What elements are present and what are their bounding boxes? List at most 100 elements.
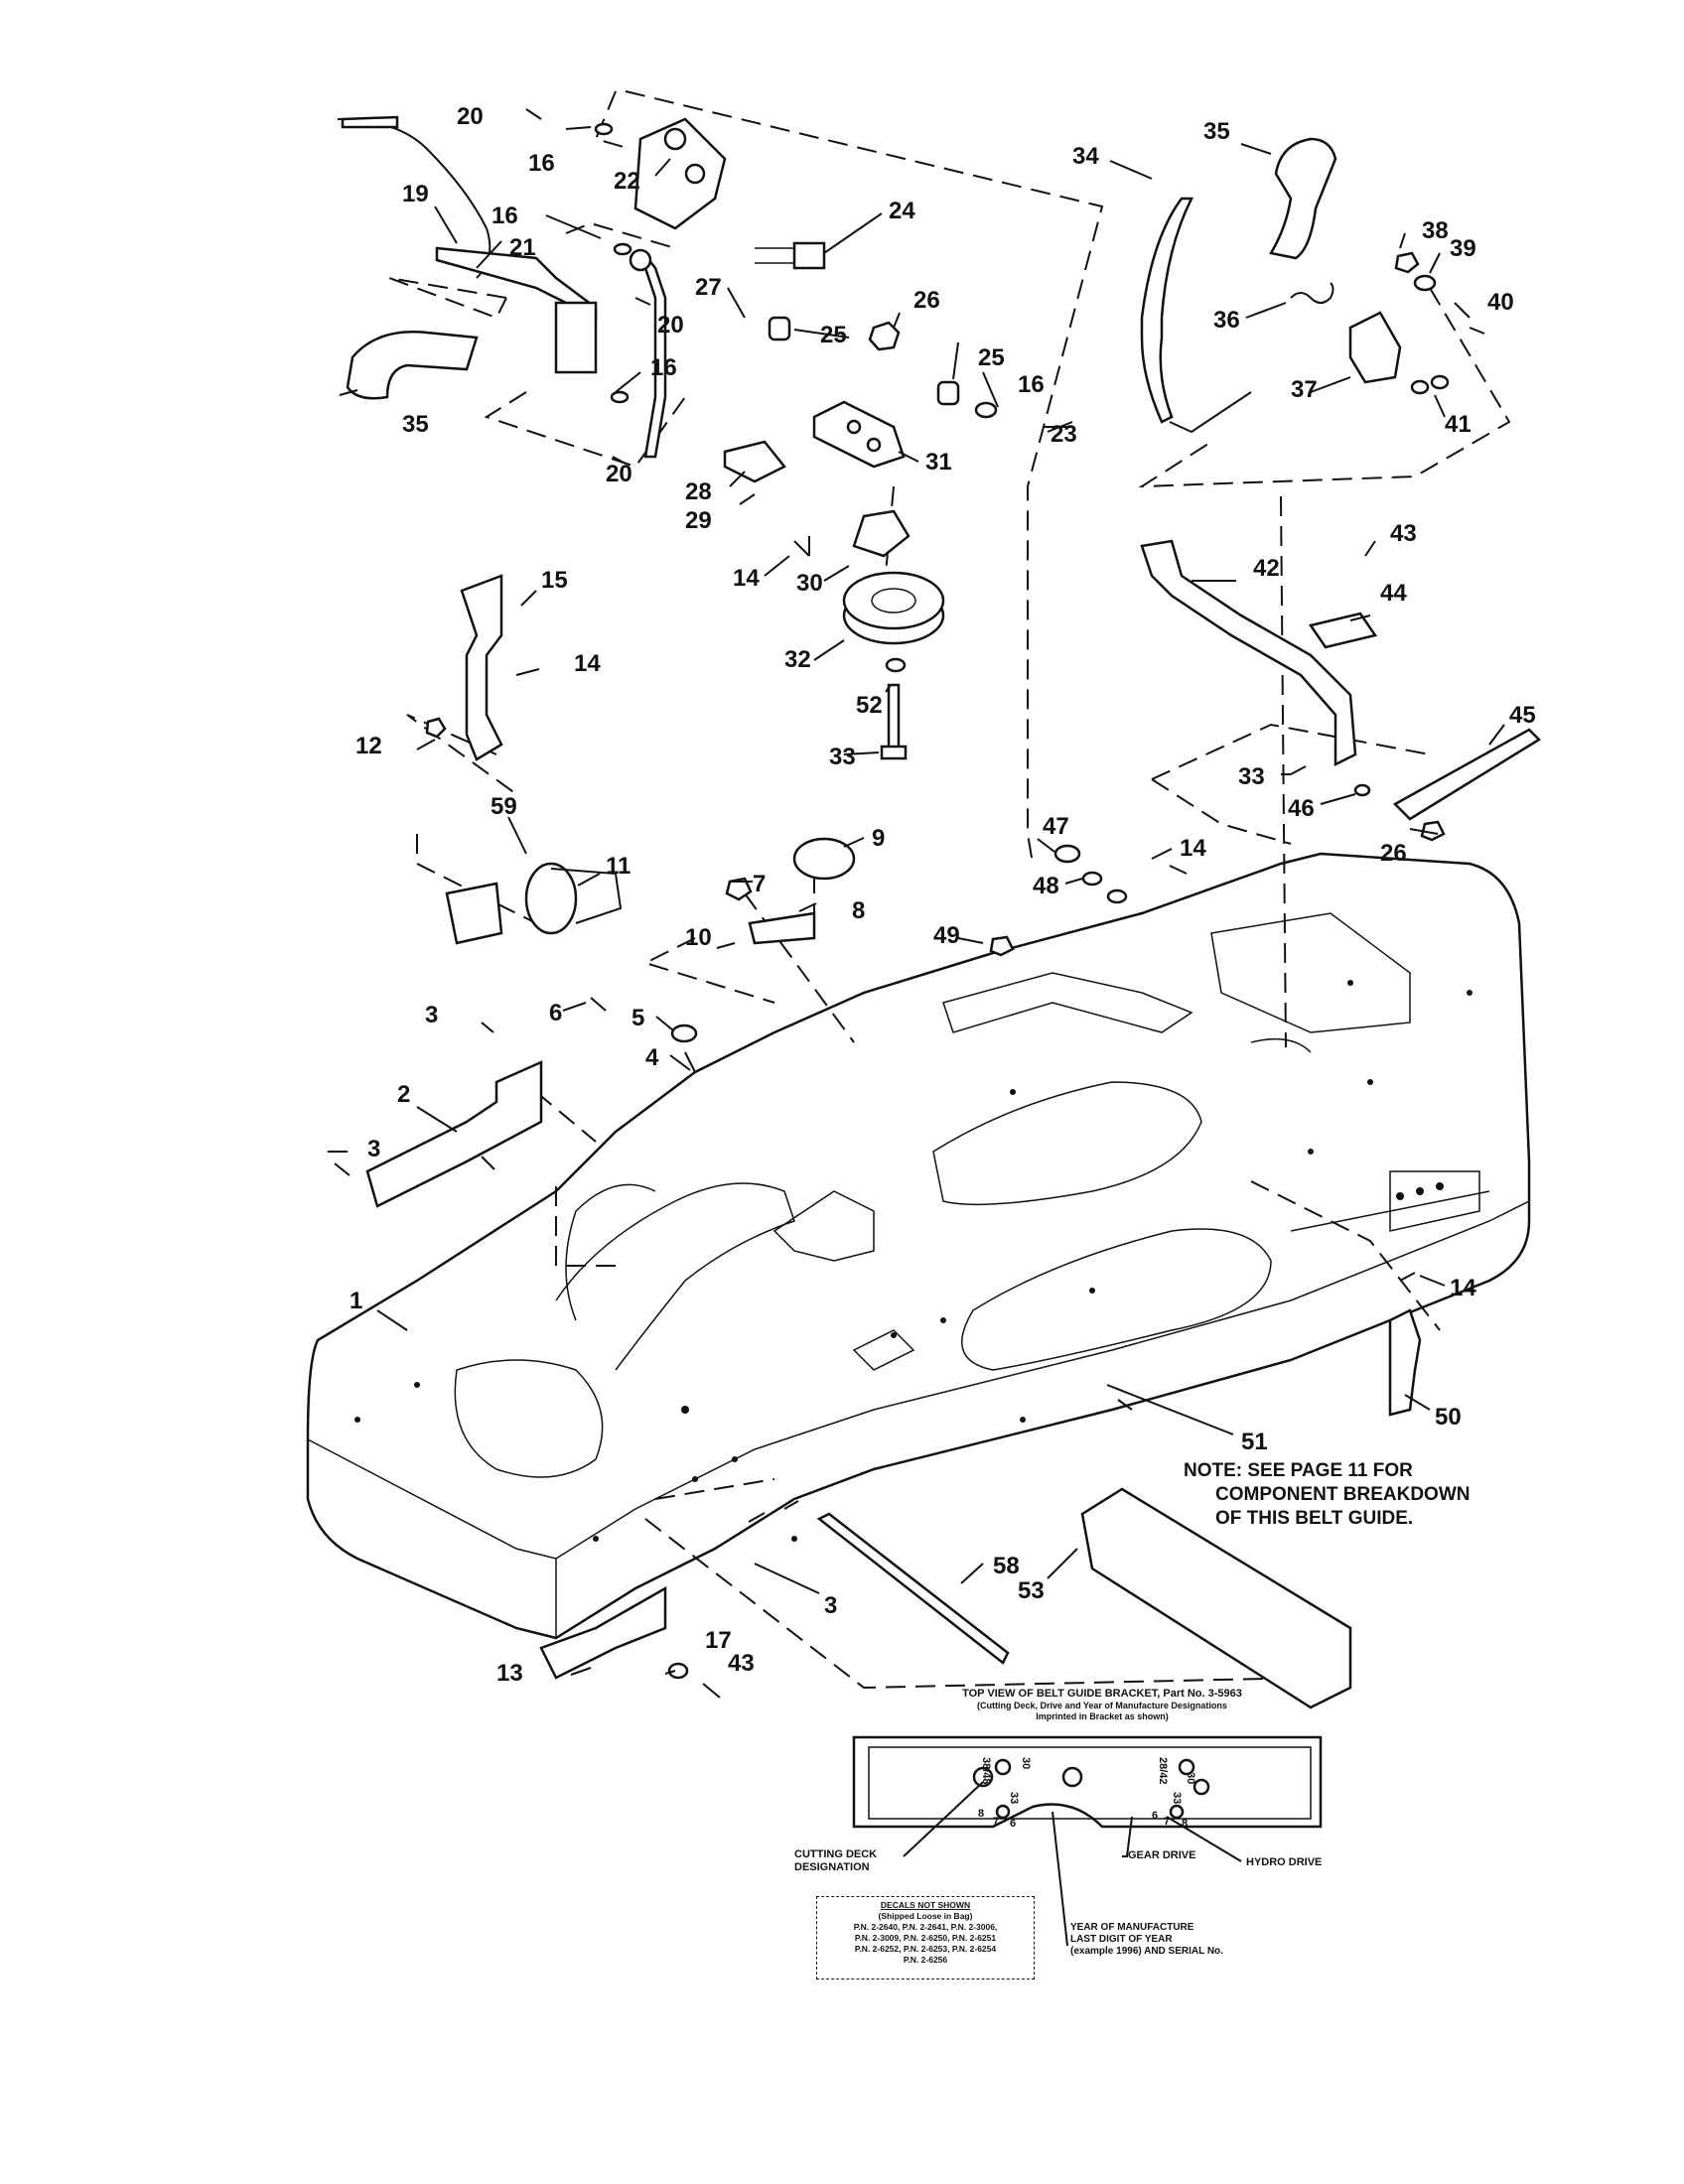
mark-7: 8 bbox=[978, 1808, 984, 1820]
callout-16c: 16 bbox=[650, 354, 677, 381]
callout-45: 45 bbox=[1509, 702, 1536, 729]
decals-line-4: P.N. 2-6256 bbox=[903, 1955, 948, 1965]
decals-subtitle: (Shipped Loose in Bag) bbox=[878, 1911, 973, 1921]
callout-35b: 35 bbox=[402, 411, 429, 438]
callout-41: 41 bbox=[1445, 411, 1472, 438]
callout-14c: 14 bbox=[1180, 835, 1206, 862]
callout-16: 16 bbox=[528, 150, 555, 177]
callout-10: 10 bbox=[685, 924, 712, 951]
callout-3: 3 bbox=[425, 1002, 438, 1028]
mark-12: 6 bbox=[1152, 1810, 1158, 1822]
top-view-subtitle-1: (Cutting Deck, Drive and Year of Manufac… bbox=[977, 1701, 1227, 1710]
callout-17: 17 bbox=[705, 1627, 732, 1654]
callout-16b: 16 bbox=[491, 203, 518, 229]
callout-36: 36 bbox=[1213, 307, 1240, 334]
callout-39: 39 bbox=[1450, 235, 1476, 262]
callout-38: 38 bbox=[1422, 217, 1449, 244]
year-of-manufacture-label: YEAR OF MANUFACTURE LAST DIGIT OF YEAR (… bbox=[1070, 1922, 1223, 1958]
decals-not-shown-box: DECALS NOT SHOWN (Shipped Loose in Bag) … bbox=[816, 1896, 1035, 1979]
decals-title: DECALS NOT SHOWN bbox=[880, 1900, 971, 1910]
callout-32: 32 bbox=[784, 646, 811, 673]
callout-26: 26 bbox=[913, 287, 940, 314]
callout-37: 37 bbox=[1291, 376, 1318, 403]
callout-20b: 20 bbox=[657, 312, 684, 339]
mark-2: 30 bbox=[1020, 1757, 1032, 1769]
cutting-deck-label: CUTTING DECK DESIGNATION bbox=[794, 1848, 877, 1874]
belt-guide-note: NOTE: SEE PAGE 11 FOR COMPONENT BREAKDOW… bbox=[1184, 1459, 1541, 1531]
callout-59: 59 bbox=[491, 793, 517, 820]
steering-linkage-parts bbox=[337, 115, 1542, 1709]
callout-28: 28 bbox=[685, 478, 712, 505]
callout-22: 22 bbox=[614, 168, 640, 195]
callout-2: 2 bbox=[397, 1081, 410, 1108]
callout-26b: 26 bbox=[1380, 840, 1407, 867]
callout-20: 20 bbox=[457, 103, 484, 130]
callout-21: 21 bbox=[509, 234, 536, 261]
mark-6: 30 bbox=[1185, 1772, 1196, 1784]
callout-1: 1 bbox=[350, 1288, 362, 1314]
gear-drive-label: GEAR DRIVE bbox=[1128, 1849, 1196, 1861]
callout-14b: 14 bbox=[733, 565, 760, 592]
callout-numbers: 1 2 3 3 3 4 5 6 7 8 9 10 11 12 13 14 14 … bbox=[350, 103, 1536, 1687]
callout-13: 13 bbox=[496, 1660, 523, 1687]
callout-34: 34 bbox=[1072, 143, 1099, 170]
callout-44: 44 bbox=[1380, 580, 1407, 607]
callout-33: 33 bbox=[829, 744, 856, 770]
top-view-title-line: TOP VIEW OF BELT GUIDE BRACKET, Part No.… bbox=[962, 1688, 1242, 1700]
callout-27: 27 bbox=[695, 274, 722, 301]
mark-10: 7 bbox=[1164, 1816, 1170, 1828]
callout-47: 47 bbox=[1043, 813, 1069, 840]
callout-12: 12 bbox=[355, 733, 382, 759]
mark-11: 8 bbox=[1182, 1818, 1188, 1830]
callout-3c: 3 bbox=[824, 1592, 837, 1619]
callout-6: 6 bbox=[549, 1000, 562, 1026]
note-line-3: OF THIS BELT GUIDE. bbox=[1215, 1508, 1414, 1529]
year-label-3: (example 1996) AND SERIAL No. bbox=[1070, 1946, 1223, 1957]
callout-58: 58 bbox=[993, 1553, 1020, 1579]
belt-guide-top-view bbox=[852, 1735, 1323, 1947]
callout-14: 14 bbox=[574, 650, 601, 677]
callout-35: 35 bbox=[1203, 118, 1230, 145]
mark-9: 6 bbox=[1010, 1818, 1016, 1830]
top-view-title: TOP VIEW OF BELT GUIDE BRACKET, Part No.… bbox=[874, 1688, 1331, 1722]
callout-43: 43 bbox=[1390, 520, 1417, 547]
callout-20c: 20 bbox=[606, 461, 632, 487]
bracket-marks: 38/48 30 33 28/42 33 30 8 7 6 7 8 6 bbox=[978, 1757, 1196, 1830]
callout-25: 25 bbox=[820, 322, 847, 348]
decals-line-3: P.N. 2-6252, P.N. 2-6253, P.N. 2-6254 bbox=[854, 1944, 997, 1954]
decals-line-1: P.N. 2-2640, P.N. 2-2641, P.N. 2-3006, bbox=[853, 1922, 998, 1932]
hardware bbox=[334, 122, 1485, 1699]
callout-15: 15 bbox=[541, 567, 568, 594]
callout-3b: 3 bbox=[367, 1136, 380, 1162]
callout-19: 19 bbox=[402, 181, 429, 207]
cutting-deck-label-1: CUTTING DECK bbox=[794, 1848, 878, 1860]
callout-31: 31 bbox=[925, 449, 952, 476]
year-label-2: LAST DIGIT OF YEAR bbox=[1070, 1934, 1173, 1945]
callout-25b: 25 bbox=[978, 344, 1005, 371]
cutting-deck-label-2: DESIGNATION bbox=[794, 1861, 870, 1873]
mark-5: 33 bbox=[1171, 1792, 1183, 1804]
callout-9: 9 bbox=[872, 825, 885, 852]
callout-48: 48 bbox=[1033, 873, 1059, 899]
note-line-2: COMPONENT BREAKDOWN bbox=[1215, 1484, 1471, 1505]
callout-7: 7 bbox=[753, 871, 766, 897]
callout-51: 51 bbox=[1241, 1429, 1268, 1455]
decals-line-2: P.N. 2-3009, P.N. 2-6250, P.N. 2-6251 bbox=[854, 1933, 997, 1943]
frame-assembly bbox=[306, 852, 1531, 1640]
callout-4: 4 bbox=[645, 1044, 659, 1071]
callout-5: 5 bbox=[632, 1005, 644, 1031]
callout-50: 50 bbox=[1435, 1404, 1462, 1431]
callout-33b: 33 bbox=[1238, 763, 1265, 790]
callout-53: 53 bbox=[1018, 1577, 1045, 1604]
callout-52: 52 bbox=[856, 692, 883, 719]
callout-40: 40 bbox=[1487, 289, 1514, 316]
note-line-1: NOTE: SEE PAGE 11 FOR bbox=[1184, 1460, 1413, 1481]
callout-42: 42 bbox=[1253, 555, 1280, 582]
hydro-drive-label: HYDRO DRIVE bbox=[1246, 1856, 1323, 1868]
mark-3: 33 bbox=[1008, 1792, 1020, 1804]
callout-43b: 43 bbox=[728, 1650, 755, 1677]
callout-14d: 14 bbox=[1450, 1275, 1476, 1301]
year-label-1: YEAR OF MANUFACTURE bbox=[1070, 1922, 1194, 1933]
assembly-leaders bbox=[388, 90, 1511, 1690]
